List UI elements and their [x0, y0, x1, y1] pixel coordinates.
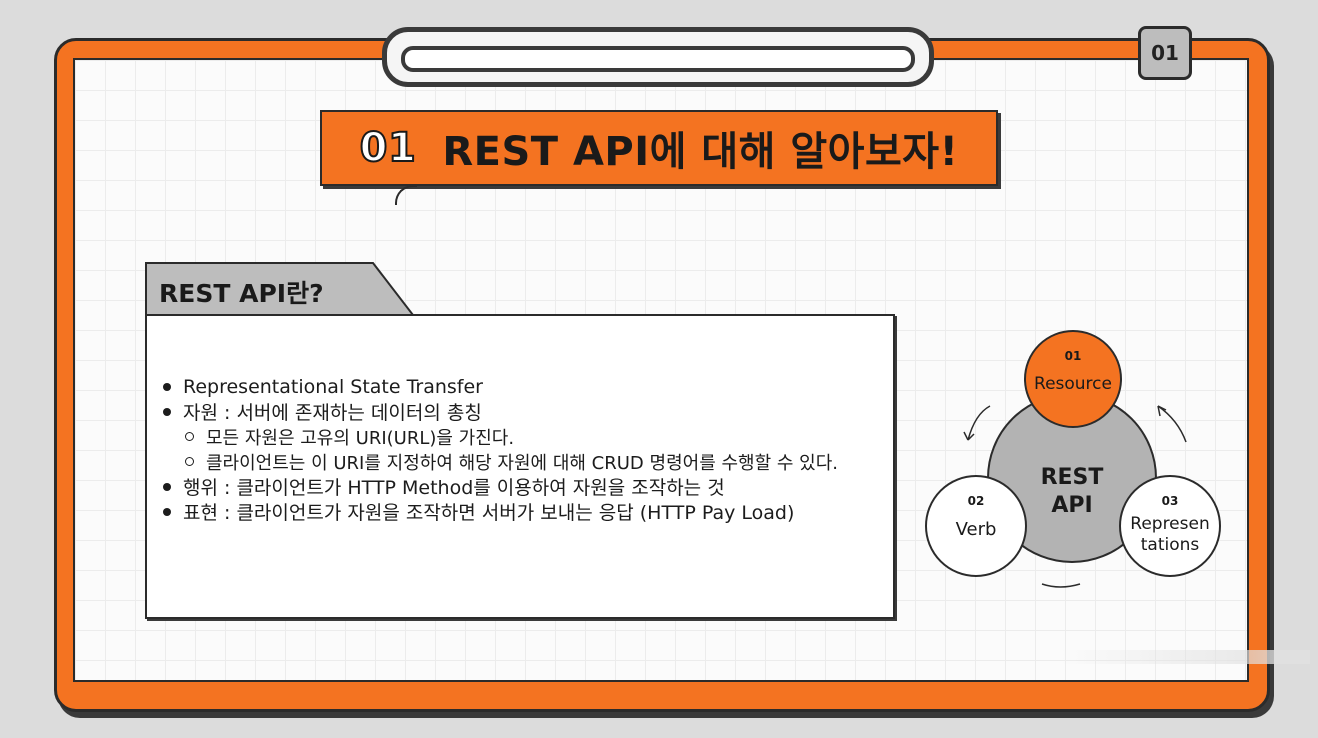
- section-tab-label: REST API란?: [159, 279, 324, 308]
- banner-tail: [395, 185, 417, 205]
- arrow-left-icon: [967, 405, 991, 441]
- representations-circle: [1119, 475, 1221, 577]
- arrow-left-head-icon: [963, 431, 975, 441]
- list-item: 모든 자원은 고유의 URI(URL)을 가진다.: [163, 424, 838, 449]
- bullet-dot-icon: [163, 507, 171, 516]
- list-item: 클라이언트는 이 URI를 지정하여 해당 자원에 대해 CRUD 명령어를 수…: [163, 449, 838, 474]
- clipboard-clip-slot: [401, 46, 915, 72]
- resource-label: Resource: [1034, 374, 1112, 394]
- arrow-bottom-icon: [1041, 583, 1081, 588]
- representations-number: 03: [1162, 494, 1179, 508]
- list-item: Representational State Transfer: [163, 374, 838, 399]
- list-item: 표현 : 클라이언트가 자원을 조작하면 서버가 보내는 응답 (HTTP Pa…: [163, 499, 838, 524]
- title-number: 01: [359, 124, 417, 172]
- bullet-dot-icon: [163, 382, 171, 391]
- list-item: 행위 : 클라이언트가 HTTP Method를 이용하여 자원을 조작하는 것: [163, 474, 838, 499]
- rest-diagram: REST API 01 Resource 02 Verb 03 Represen…: [925, 330, 1221, 588]
- page-number-badge: 01: [1138, 26, 1192, 80]
- shadow-strip: [1060, 650, 1310, 664]
- representations-label-line2: tations: [1141, 535, 1200, 555]
- center-label-line2: API: [1051, 493, 1092, 518]
- verb-number: 02: [968, 494, 985, 508]
- bullet-dot-icon: [163, 482, 171, 491]
- arrow-right-icon: [1157, 405, 1187, 443]
- arrow-right-head-icon: [1157, 405, 1167, 417]
- clipboard-clip: [382, 27, 934, 87]
- verb-circle: [925, 475, 1027, 577]
- title-banner: 01 REST API에 대해 알아보자!: [320, 110, 998, 186]
- resource-number: 01: [1065, 349, 1082, 363]
- representations-label-line1: Represen: [1130, 514, 1209, 534]
- list-item: 자원 : 서버에 존재하는 데이터의 총칭: [163, 399, 838, 424]
- content-box: Representational State Transfer 자원 : 서버에…: [145, 314, 895, 619]
- section-tab: REST API란?: [145, 262, 415, 316]
- resource-circle: [1024, 330, 1122, 428]
- bullet-ring-icon: [185, 432, 194, 441]
- verb-label: Verb: [956, 519, 997, 540]
- center-label-line1: REST: [1041, 465, 1104, 490]
- bullet-list: Representational State Transfer 자원 : 서버에…: [163, 374, 838, 524]
- title-text: REST API에 대해 알아보자!: [442, 129, 959, 175]
- bullet-ring-icon: [185, 457, 194, 466]
- bullet-dot-icon: [163, 407, 171, 416]
